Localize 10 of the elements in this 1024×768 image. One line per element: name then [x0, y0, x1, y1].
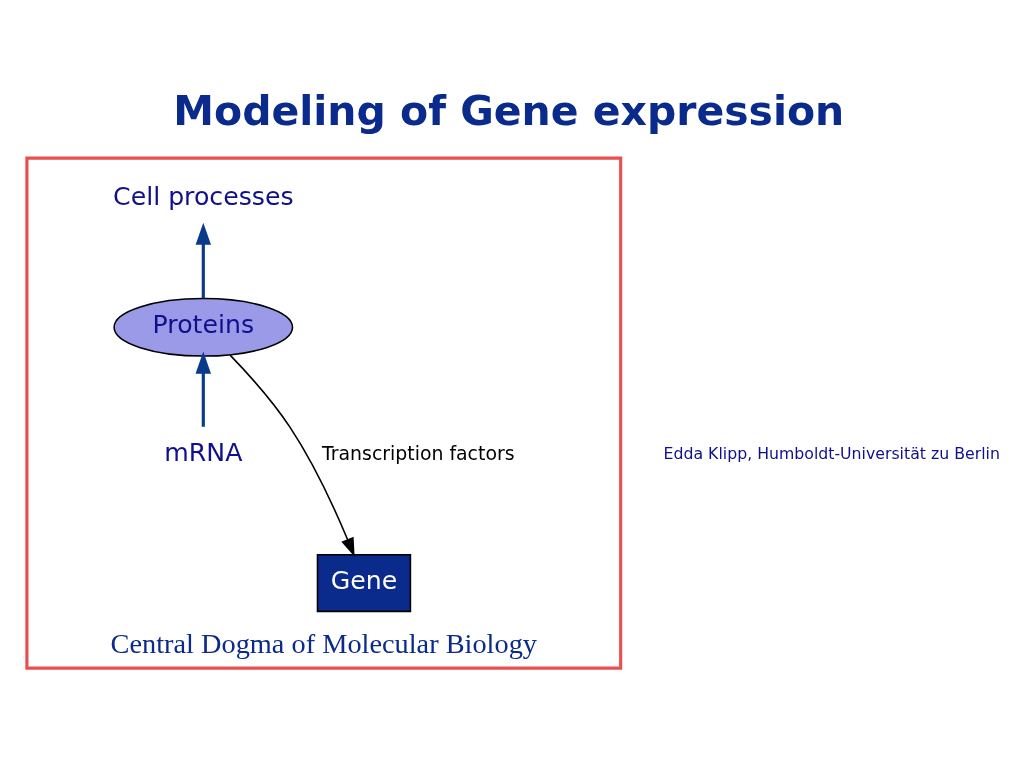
diagram-title: Modeling of Gene expression: [173, 86, 845, 135]
node-text: Cell processes: [113, 182, 294, 212]
node-ellipse: Proteins: [113, 297, 294, 357]
arrow: [195, 222, 212, 298]
edge-label: Transcription factors: [322, 442, 515, 465]
arrow: [229, 354, 355, 557]
arrow: [195, 351, 212, 427]
node-text: mRNA: [164, 438, 243, 468]
node-box: Gene: [316, 553, 412, 613]
label: Edda Klipp, Humboldt-Universität zu Berlin: [663, 444, 1000, 464]
